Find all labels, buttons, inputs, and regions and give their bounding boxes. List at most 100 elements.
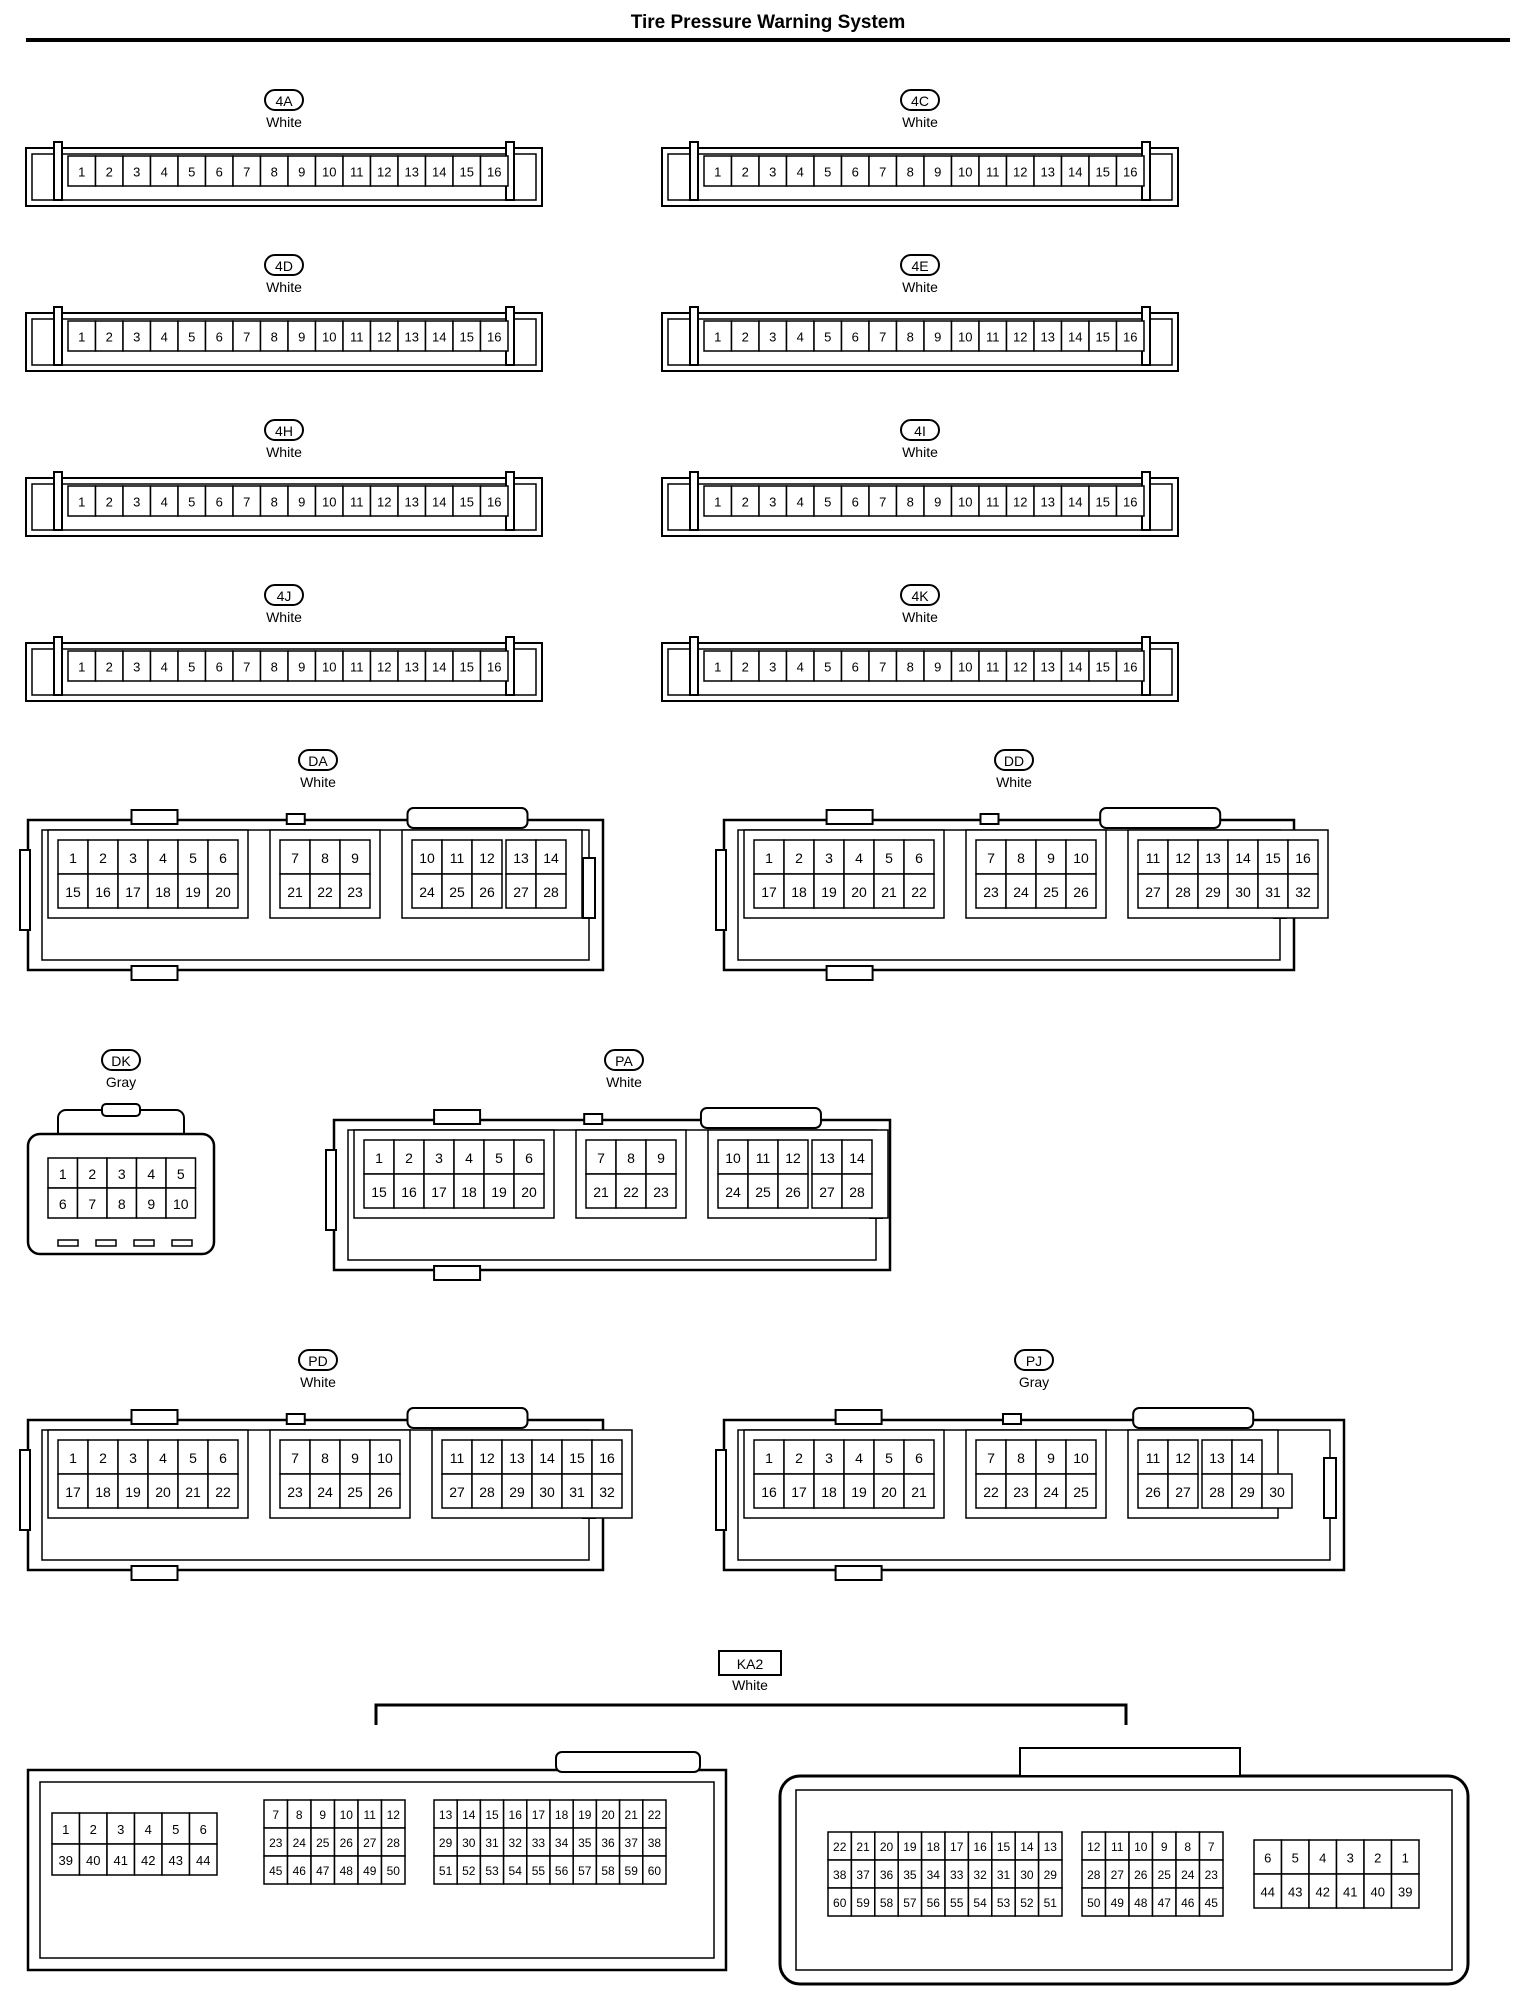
pin-number: 12 — [387, 1808, 401, 1822]
pin-number: 14 — [539, 1450, 555, 1466]
pin-number: 28 — [1209, 1484, 1225, 1500]
pin-number: 5 — [188, 660, 195, 675]
connector-id: 4H — [275, 423, 293, 439]
pin-number: 31 — [485, 1836, 499, 1850]
pin-cell — [1167, 839, 1199, 875]
pin-cell — [397, 650, 427, 682]
side-lock — [582, 857, 596, 919]
pin-cell — [1088, 320, 1118, 352]
pin-number: 5 — [1292, 1851, 1299, 1866]
pin-number: 17 — [791, 1484, 807, 1500]
pin-number: 16 — [487, 165, 501, 180]
pin-number: 25 — [1043, 884, 1059, 900]
pin-cell — [57, 873, 89, 909]
pin-cell — [232, 485, 262, 517]
pin-cell — [868, 485, 898, 517]
pin-cell — [1065, 873, 1097, 909]
connector-id: KA2 — [737, 1656, 764, 1672]
pin-number: 7 — [243, 495, 250, 510]
pin-cell — [479, 155, 509, 187]
pin-number: 14 — [1068, 660, 1082, 675]
pin-number: 2 — [90, 1822, 97, 1837]
pin-cell — [94, 650, 124, 682]
connector-color: White — [996, 774, 1032, 790]
pin-cell — [843, 873, 875, 909]
pin-cell — [76, 1187, 108, 1219]
pin-number: 3 — [825, 850, 833, 866]
pin-cell — [393, 1139, 425, 1175]
pin-number: 11 — [1111, 1840, 1124, 1854]
connector-color: White — [732, 1677, 768, 1693]
pin-number: 8 — [296, 1808, 303, 1822]
pin-number: 25 — [755, 1184, 771, 1200]
pin-cell — [259, 650, 289, 682]
pin-number: 21 — [856, 1840, 870, 1854]
pin-number: 12 — [1175, 850, 1191, 866]
pin-number: 24 — [293, 1836, 307, 1850]
side-rail — [19, 1449, 31, 1531]
pin-cell — [840, 485, 870, 517]
connector-id-badge — [900, 419, 940, 441]
pin-cell — [133, 1843, 163, 1876]
connector-id-badge — [264, 419, 304, 441]
pin-cell — [135, 1187, 167, 1219]
pin-number: 32 — [509, 1836, 523, 1850]
latch-left — [53, 636, 63, 696]
pin-number: 26 — [1145, 1484, 1161, 1500]
latch-left — [689, 141, 699, 201]
pin-cell — [903, 873, 935, 909]
pin-number: 23 — [1013, 1484, 1029, 1500]
pin-number: 28 — [479, 1484, 495, 1500]
pin-cell — [785, 650, 815, 682]
pin-cell — [1335, 1873, 1365, 1909]
pin-number: 5 — [189, 1450, 197, 1466]
side-rail — [715, 1449, 727, 1531]
pin-cell — [342, 650, 372, 682]
top-notch — [1002, 1413, 1022, 1425]
key-slot — [133, 1239, 155, 1247]
latch-left — [53, 471, 63, 531]
connector-id: PJ — [1026, 1353, 1042, 1369]
pin-cell — [717, 1173, 749, 1209]
pin-number: 22 — [911, 884, 927, 900]
pin-number: 38 — [648, 1836, 662, 1850]
pin-cell — [411, 873, 443, 909]
pin-number: 16 — [599, 1450, 615, 1466]
connector-id-badge — [994, 749, 1034, 771]
pin-number: 27 — [1111, 1868, 1125, 1882]
pin-cell — [975, 1473, 1007, 1509]
pin-cell — [645, 1139, 677, 1175]
pin-number: 7 — [243, 330, 250, 345]
pin-number: 8 — [118, 1196, 126, 1212]
pin-number: 47 — [1158, 1896, 1172, 1910]
pin-cell — [369, 485, 399, 517]
pin-cell — [452, 155, 482, 187]
connector-id-badge — [298, 1349, 338, 1371]
pin-number: 51 — [1044, 1896, 1058, 1910]
pin-cell — [978, 485, 1008, 517]
pin-cell — [122, 320, 152, 352]
pin-number: 6 — [852, 165, 859, 180]
pin-number: 9 — [1047, 850, 1055, 866]
pin-number: 19 — [821, 884, 837, 900]
pin-number: 1 — [78, 165, 85, 180]
pin-cell — [923, 650, 953, 682]
pin-number: 15 — [1096, 165, 1110, 180]
pin-number: 28 — [849, 1184, 865, 1200]
pin-cell — [843, 1439, 875, 1475]
pin-number: 13 — [513, 850, 529, 866]
pin-number: 49 — [363, 1864, 377, 1878]
pin-cell — [47, 1187, 79, 1219]
pin-cell — [758, 155, 788, 187]
pin-number: 26 — [1073, 884, 1089, 900]
pin-number: 27 — [363, 1836, 377, 1850]
pin-cell — [135, 1157, 167, 1189]
pin-cell — [1060, 155, 1090, 187]
pin-cell — [363, 1173, 395, 1209]
